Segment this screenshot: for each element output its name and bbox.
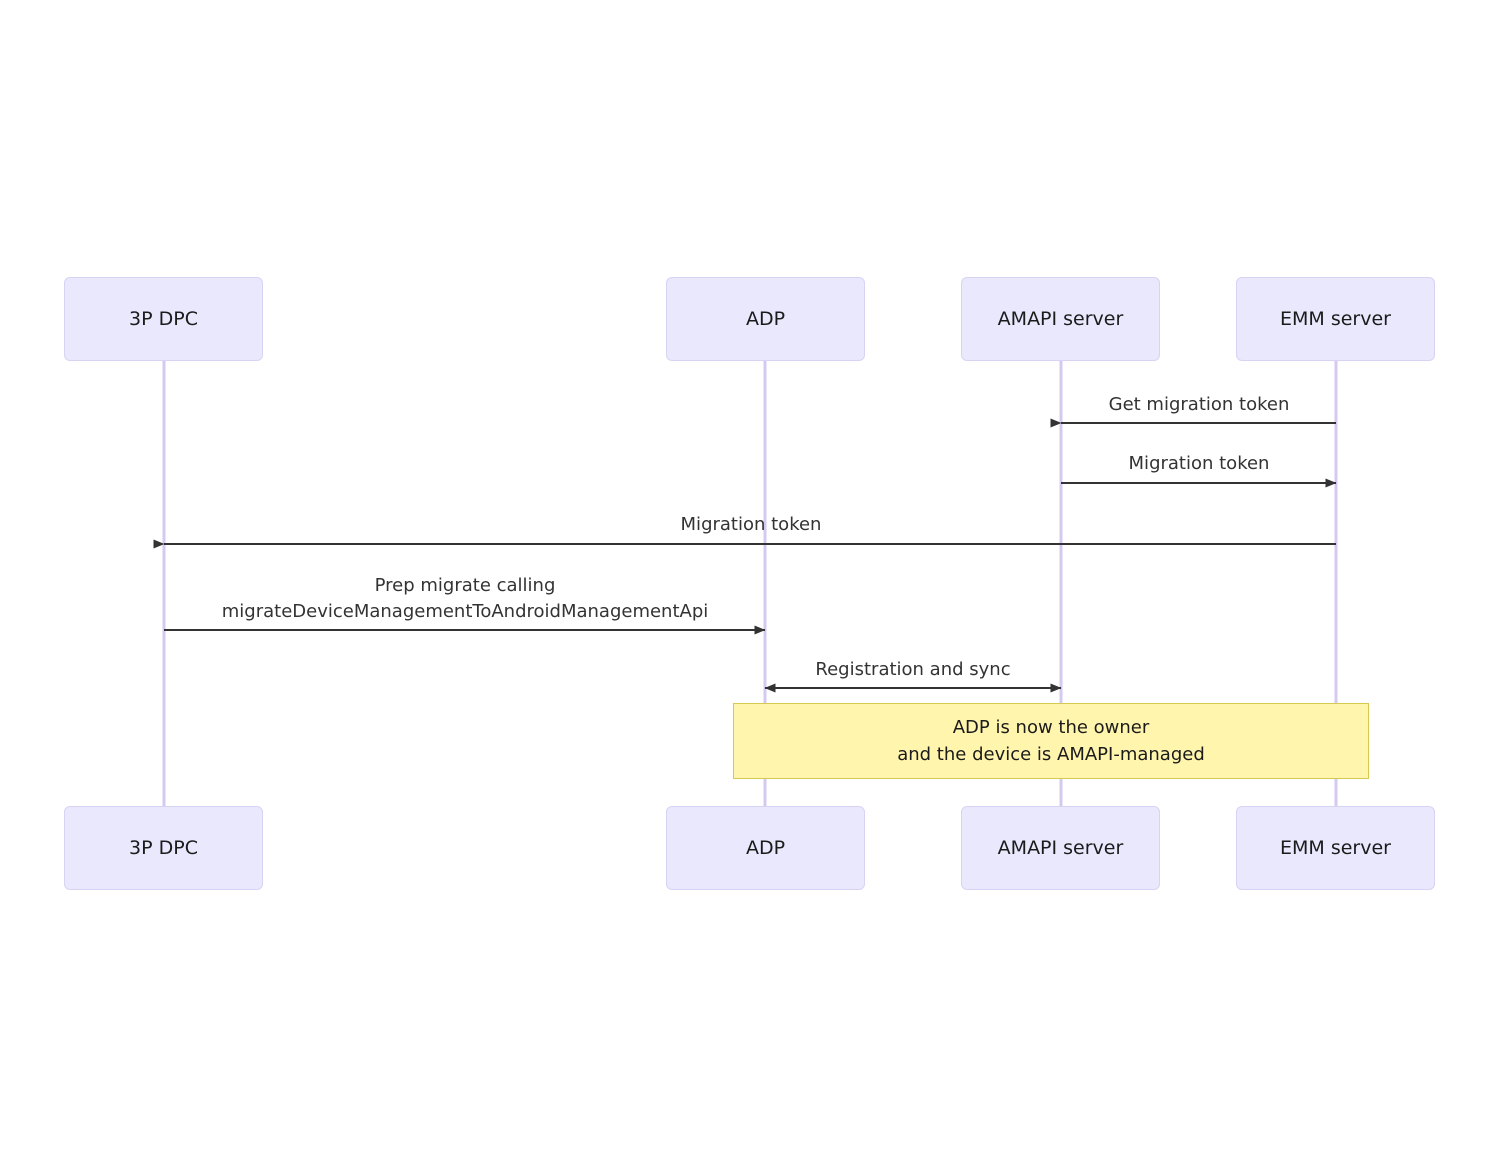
participant-adp-top[interactable]: ADP <box>666 277 865 361</box>
message-label-get-migration-token: Get migration token <box>1108 394 1290 415</box>
participant-amapi-bottom[interactable]: AMAPI server <box>961 806 1160 890</box>
participant-amapi-top[interactable]: AMAPI server <box>961 277 1160 361</box>
message-label-prep-migrate: Prep migrate calling migrateDeviceManage… <box>221 575 709 622</box>
ownership-note-text: ADP is now the owner and the device is A… <box>897 717 1205 765</box>
participant-emm-bottom[interactable]: EMM server <box>1236 806 1435 890</box>
participant-label: AMAPI server <box>997 307 1124 330</box>
participant-label: AMAPI server <box>997 836 1124 859</box>
participant-label: 3P DPC <box>129 307 198 330</box>
message-arrows <box>153 418 1337 693</box>
message-label-migration-token-to-emm: Migration token <box>1128 453 1270 474</box>
participant-label: EMM server <box>1280 307 1391 330</box>
participant-label: ADP <box>745 836 786 859</box>
participant-label: ADP <box>745 307 786 330</box>
message-label-migration-token-to-dpc: Migration token <box>680 514 822 535</box>
participant-emm-top[interactable]: EMM server <box>1236 277 1435 361</box>
ownership-note: ADP is now the owner and the device is A… <box>733 703 1369 779</box>
participant-adp-bottom[interactable]: ADP <box>666 806 865 890</box>
participant-label: EMM server <box>1280 836 1391 859</box>
participant-dpc-bottom[interactable]: 3P DPC <box>64 806 263 890</box>
message-label-registration-and-sync: Registration and sync <box>815 659 1011 680</box>
participant-label: 3P DPC <box>129 836 198 859</box>
participant-dpc-top[interactable]: 3P DPC <box>64 277 263 361</box>
